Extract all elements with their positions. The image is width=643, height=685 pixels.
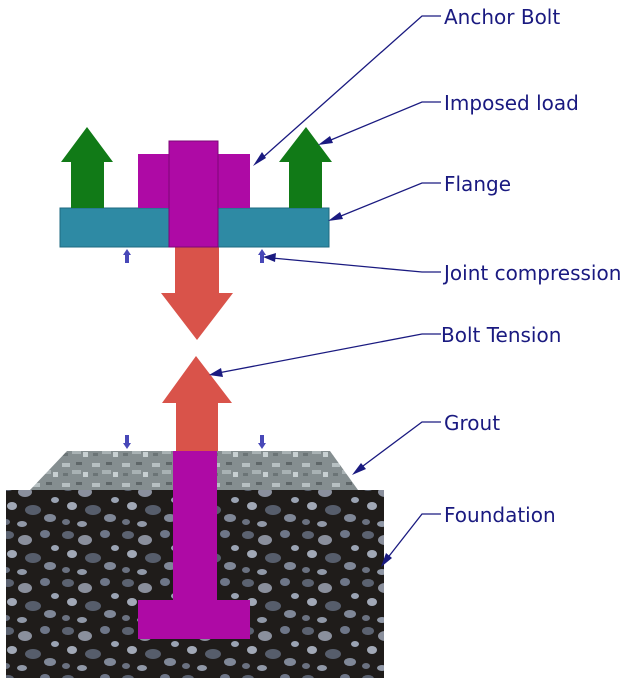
leader-flange <box>335 182 441 219</box>
leader-foundation <box>385 513 441 561</box>
leader-foundation-head <box>381 553 392 567</box>
label-anchor-bolt: Anchor Bolt <box>444 5 560 29</box>
joint-compression-arrow-right <box>258 249 266 263</box>
leader-joint-compression <box>271 257 441 273</box>
imposed-load-right-arrow <box>279 127 332 208</box>
leader-grout-head <box>352 463 366 475</box>
anchor-bolt-shaft-lower <box>173 451 217 601</box>
leader-anchor-bolt <box>259 15 441 161</box>
leader-grout <box>358 421 441 470</box>
label-imposed-load: Imposed load <box>444 91 579 115</box>
joint-compression-arrow-left <box>123 249 131 263</box>
label-grout: Grout <box>444 411 500 435</box>
leader-joint-compression-head <box>263 253 276 262</box>
leader-imposed-load <box>325 101 441 143</box>
leader-lines <box>209 15 441 567</box>
label-bolt-tension: Bolt Tension <box>441 323 561 347</box>
leader-flange-head <box>328 212 343 221</box>
anchor-bolt-head-lower <box>138 600 250 639</box>
label-foundation: Foundation <box>444 503 556 527</box>
grout-compression-arrow-right <box>258 435 266 449</box>
anchor-bolt-shaft-upper <box>168 140 219 248</box>
leader-imposed-load-head <box>318 136 333 145</box>
label-joint-compression: Joint compression <box>442 261 621 285</box>
label-flange: Flange <box>444 172 511 196</box>
leader-bolt-tension-head <box>209 368 223 377</box>
grout-compression-arrow-left <box>123 435 131 449</box>
bolt-tension-up-arrow <box>162 356 232 451</box>
leader-anchor-bolt-head <box>253 152 266 166</box>
bolt-tension-down-arrow <box>161 247 233 340</box>
leader-bolt-tension <box>217 333 441 374</box>
imposed-load-left-arrow <box>61 127 113 208</box>
